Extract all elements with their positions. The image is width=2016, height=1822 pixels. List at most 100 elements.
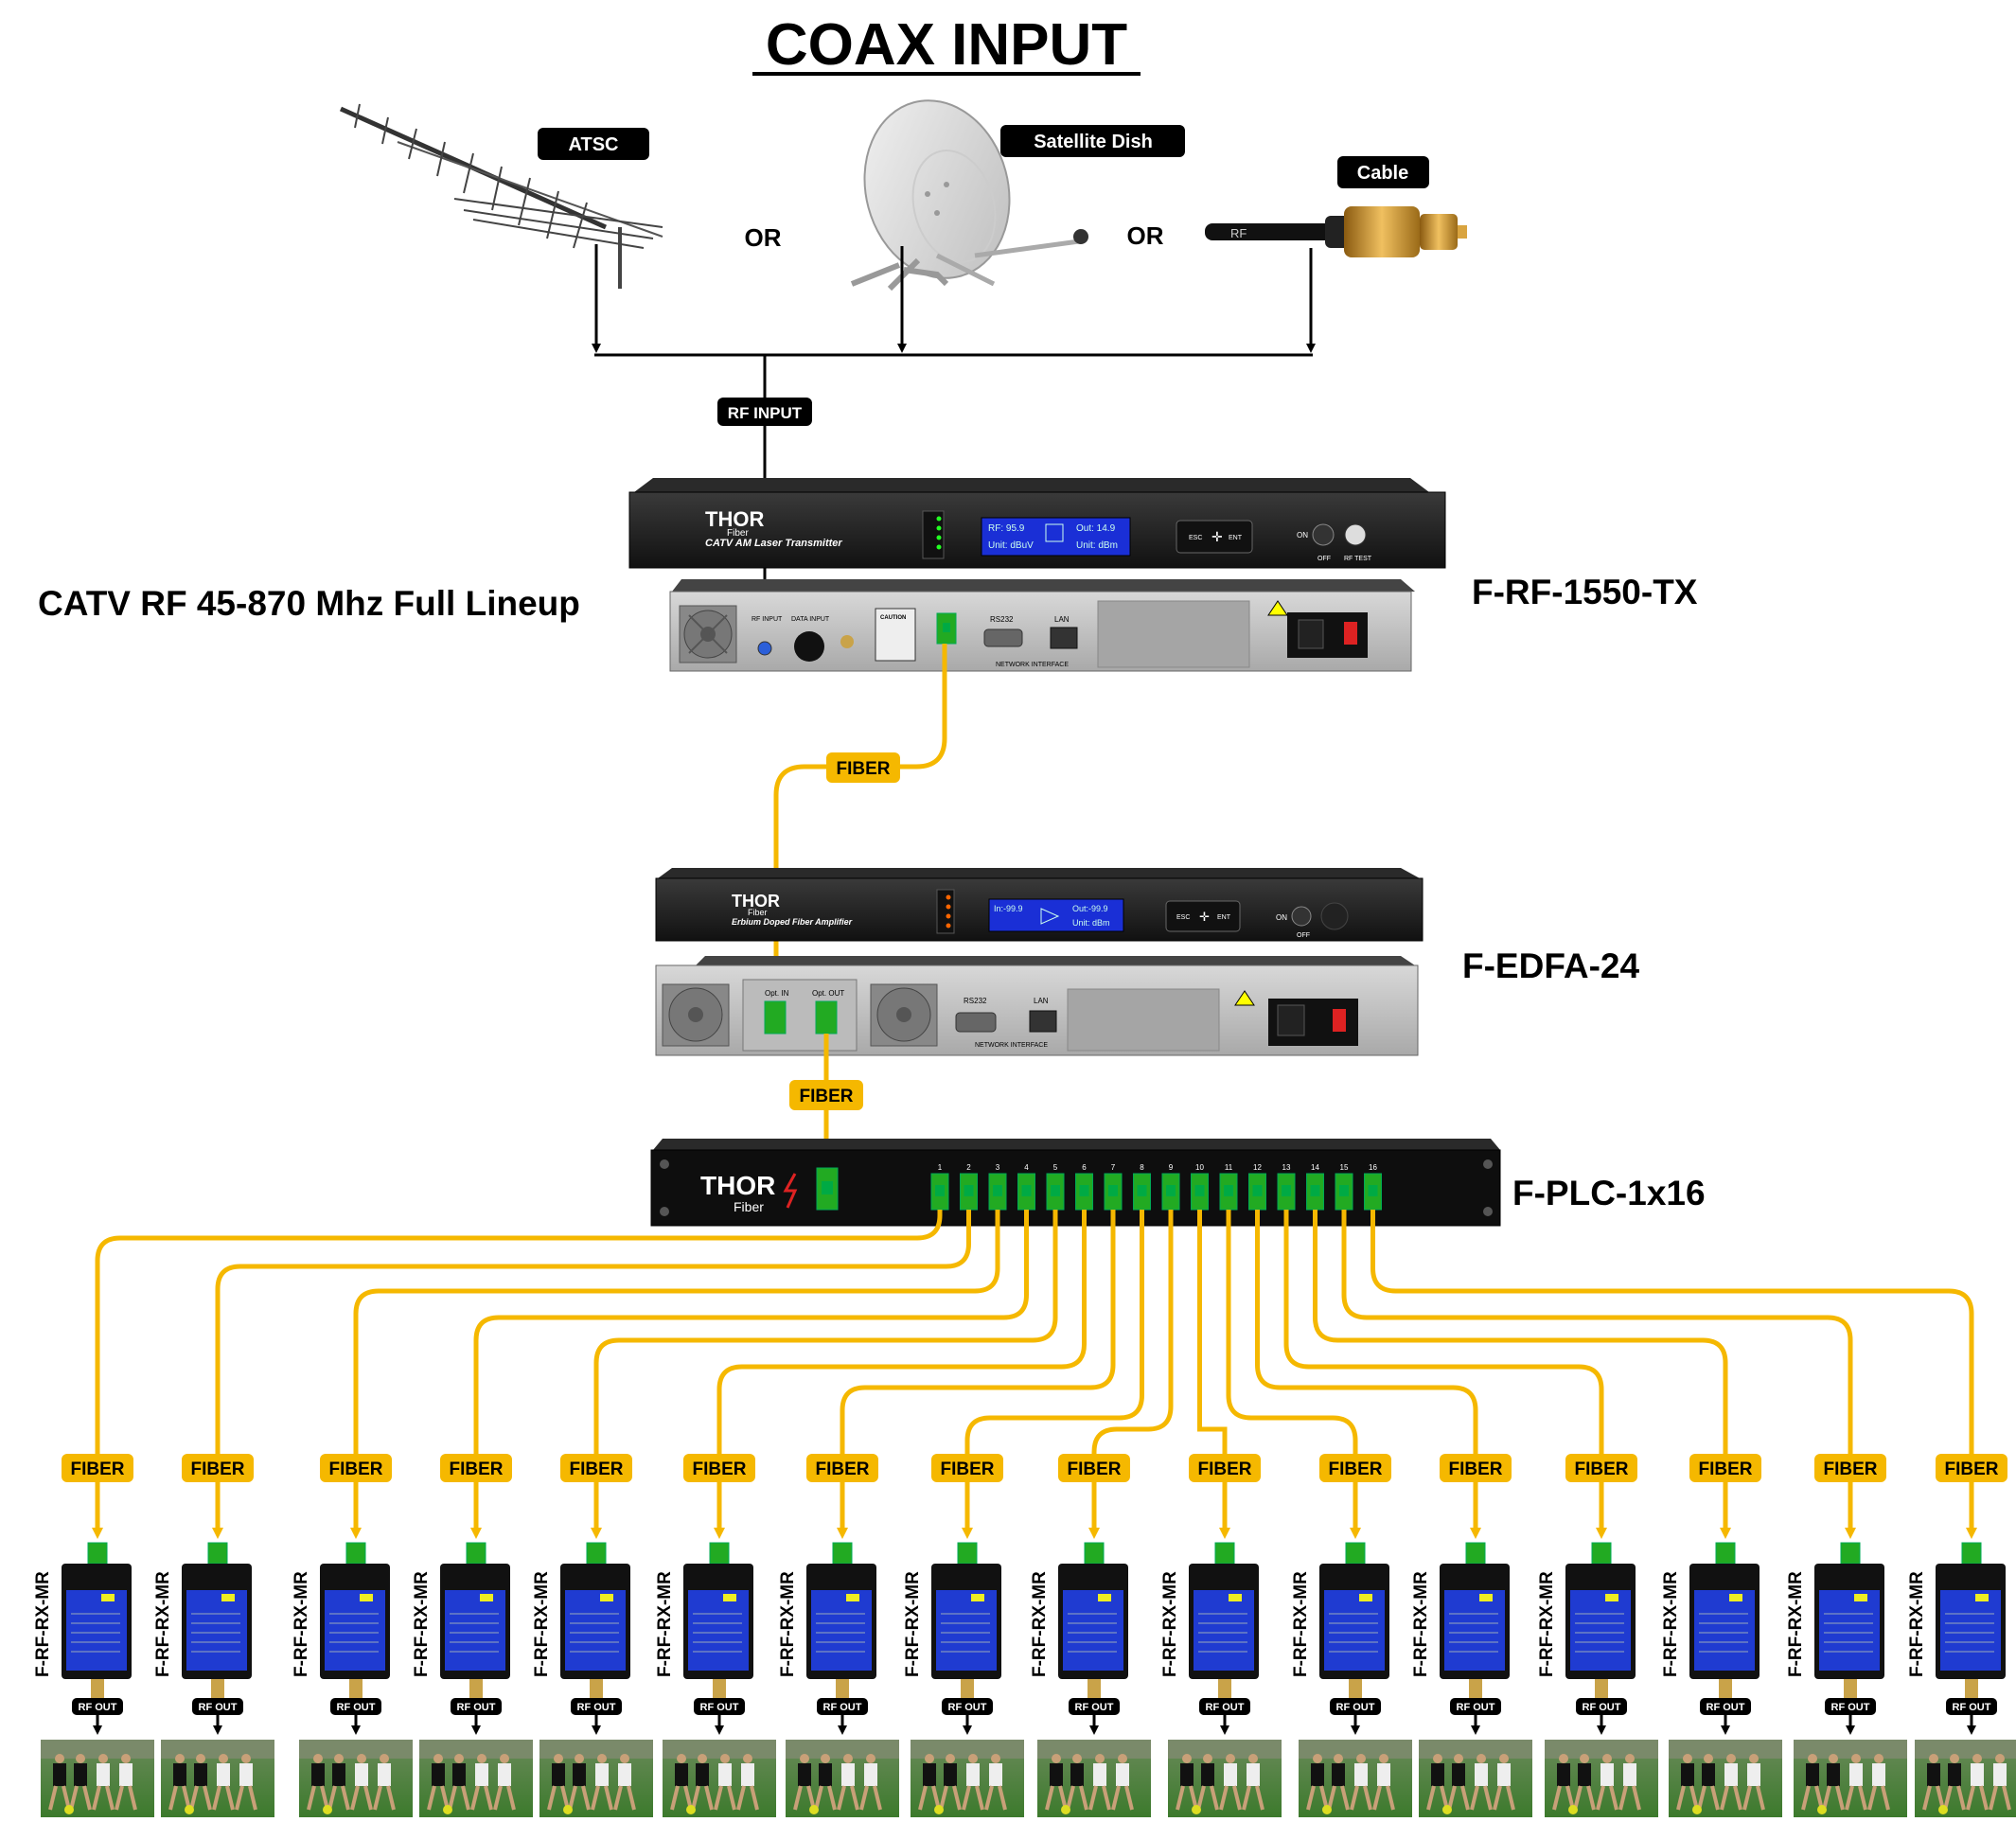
receiver-rf-connector[interactable] <box>1218 1679 1231 1698</box>
fiber-tag-box <box>440 1454 512 1482</box>
receiver-fiber-port[interactable] <box>1465 1542 1486 1565</box>
receiver-warning-sticker <box>1479 1594 1493 1601</box>
player-body <box>1377 1763 1390 1786</box>
receiver-fiber-port[interactable] <box>1715 1542 1736 1565</box>
edfa-power-inlet[interactable] <box>1268 999 1358 1046</box>
transmitter-rs232-port[interactable] <box>983 628 1023 647</box>
receiver-fiber-port[interactable] <box>345 1542 366 1565</box>
receiver-rf-connector[interactable] <box>961 1679 974 1698</box>
receiver-rf-connector[interactable] <box>1349 1679 1362 1698</box>
transmitter-dpad-icon[interactable]: ✛ <box>1211 529 1223 544</box>
player-body <box>923 1763 936 1786</box>
plc-port-13[interactable]: 13 <box>1277 1163 1296 1211</box>
receiver-rf-connector[interactable] <box>211 1679 224 1698</box>
transmitter-keypad[interactable]: ESC ENT ✛ <box>1176 520 1253 554</box>
edfa-esc-button[interactable]: ESC <box>1176 914 1190 921</box>
edfa-keypad[interactable]: ESC ENT ✛ <box>1165 900 1241 932</box>
player-head <box>991 1754 1000 1763</box>
receiver-fiber-port[interactable] <box>1961 1542 1982 1565</box>
receiver-fiber-port[interactable] <box>1084 1542 1105 1565</box>
plc-port-7[interactable]: 7 <box>1104 1163 1123 1211</box>
or-label-1: OR <box>745 223 782 252</box>
plc-port-9[interactable]: 9 <box>1161 1163 1180 1211</box>
receiver-rf-connector[interactable] <box>1595 1679 1608 1698</box>
transmitter-rf-test-port[interactable] <box>1344 523 1367 546</box>
plc-port-10[interactable]: 10 <box>1191 1163 1209 1211</box>
fiber-tag-16: FIBER <box>1936 1454 2007 1482</box>
edfa-lan-port[interactable] <box>1029 1010 1057 1033</box>
player-leg <box>82 1785 92 1811</box>
fiber-tag-box <box>1058 1454 1130 1482</box>
player-head <box>1182 1754 1192 1763</box>
transmitter-rf-input-port[interactable] <box>757 641 772 656</box>
rf-out-tag-box <box>1946 1698 1997 1715</box>
receiver-rf-connector[interactable] <box>590 1679 603 1698</box>
edfa-key-switch[interactable] <box>1291 906 1312 927</box>
player-body <box>311 1763 325 1786</box>
receiver-fiber-port[interactable] <box>87 1542 108 1565</box>
fiber-tag-box <box>1814 1454 1886 1482</box>
edfa-rs232-port[interactable] <box>955 1012 997 1033</box>
fiber-label: FIBER <box>1699 1459 1753 1479</box>
edfa-subtitle: Erbium Doped Fiber Amplifier <box>732 917 853 927</box>
transmitter-esc-button[interactable]: ESC <box>1189 535 1202 541</box>
receiver-fiber-port[interactable] <box>957 1542 978 1565</box>
receiver-warning-sticker <box>971 1594 984 1601</box>
receiver-fiber-port[interactable] <box>832 1542 853 1565</box>
receiver-fiber-port[interactable] <box>207 1542 228 1565</box>
transmitter-ent-button[interactable]: ENT <box>1229 535 1243 541</box>
receiver-rf-connector[interactable] <box>1088 1679 1101 1698</box>
receiver-fiber-port[interactable] <box>1345 1542 1366 1565</box>
fiber-route-2 <box>212 1210 971 1539</box>
player-leg <box>1327 1785 1336 1811</box>
fiber-tag-9: FIBER <box>1058 1454 1130 1482</box>
receiver-rf-connector[interactable] <box>349 1679 363 1698</box>
receiver-fiber-port[interactable] <box>466 1542 486 1565</box>
player-leg <box>604 1785 613 1811</box>
plc-port-3[interactable]: 3 <box>988 1163 1007 1211</box>
receiver-model-label: F-RF-RX-MR <box>778 1571 798 1677</box>
edfa-opt-out-port[interactable] <box>815 1000 838 1035</box>
player-leg <box>105 1785 115 1811</box>
transmitter-power-inlet[interactable] <box>1287 612 1368 658</box>
plc-port-2[interactable]: 2 <box>960 1163 978 1211</box>
rf-out-tag-box <box>1199 1698 1250 1715</box>
edfa-dpad-icon[interactable]: ✛ <box>1199 910 1210 924</box>
receiver-model-label: F-RF-RX-MR <box>33 1571 53 1677</box>
player-head <box>1972 1754 1982 1763</box>
receiver-fiber-port[interactable] <box>709 1542 730 1565</box>
receiver-fiber-port[interactable] <box>1591 1542 1612 1565</box>
player-head <box>76 1754 85 1763</box>
player-leg <box>1845 1785 1854 1811</box>
tv-picture-3 <box>299 1740 413 1817</box>
transmitter-data-input-port[interactable] <box>794 631 824 662</box>
receiver-rf-connector[interactable] <box>1844 1679 1857 1698</box>
receiver-rf-connector[interactable] <box>91 1679 104 1698</box>
receiver-fiber-port[interactable] <box>1840 1542 1861 1565</box>
receiver-label-panel <box>1194 1590 1254 1671</box>
edfa-ent-button[interactable]: ENT <box>1217 914 1231 921</box>
rf-out-tag: RF OUT <box>1330 1698 1381 1715</box>
receiver-rf-connector[interactable] <box>836 1679 849 1698</box>
plc-port-number: 11 <box>1225 1163 1233 1172</box>
receiver-rf-connector[interactable] <box>1719 1679 1732 1698</box>
receiver-rf-connector[interactable] <box>469 1679 483 1698</box>
plc-port-1[interactable]: 1 <box>930 1163 949 1211</box>
edfa-opt-in-port[interactable] <box>764 1000 787 1035</box>
transmitter-lcd-line2-left: Unit: dBuV <box>988 540 1034 551</box>
transmitter-lan-port[interactable] <box>1050 627 1078 649</box>
receiver-fiber-port[interactable] <box>586 1542 607 1565</box>
receiver-fiber-port[interactable] <box>1214 1542 1235 1565</box>
receiver-rf-connector[interactable] <box>1965 1679 1978 1698</box>
transmitter-key-switch[interactable] <box>1312 523 1335 546</box>
receiver-rf-connector[interactable] <box>713 1679 726 1698</box>
receiver-rf-connector[interactable] <box>1469 1679 1482 1698</box>
fiber-label: FIBER <box>71 1459 125 1479</box>
edfa-rear-panel: Opt. IN Opt. OUT RS232 LAN NETWORK INTER… <box>655 956 1419 1056</box>
player-body <box>1623 1763 1636 1786</box>
player-leg <box>1632 1785 1641 1811</box>
tv-picture-11 <box>1299 1740 1412 1817</box>
soccer-ball <box>1938 1805 1948 1814</box>
